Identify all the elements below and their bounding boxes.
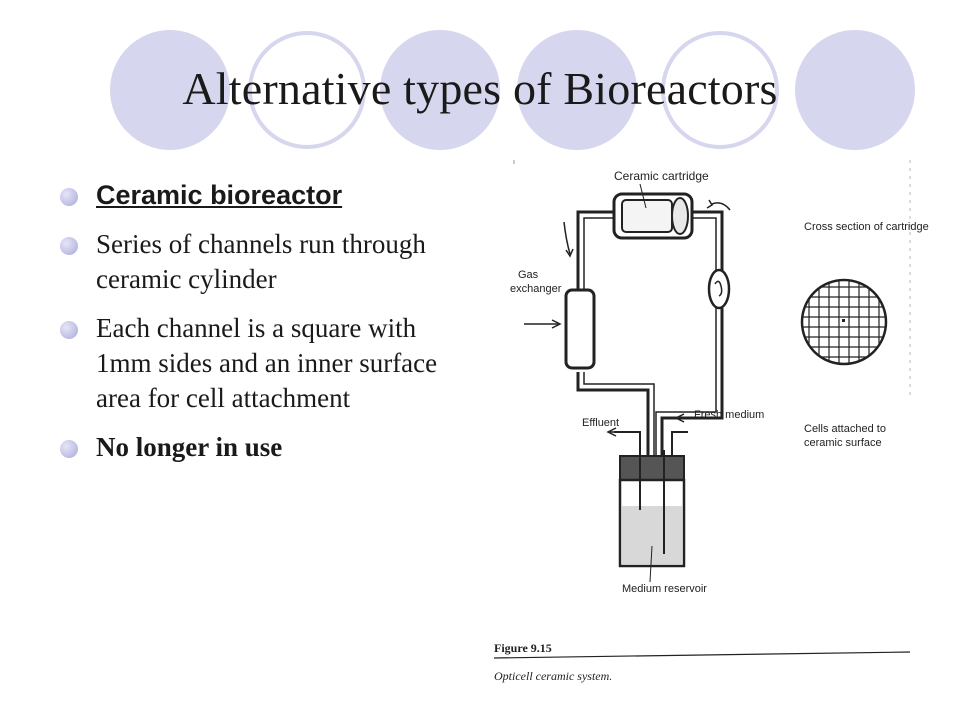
tubing-loop-inner: [583, 217, 717, 480]
bullet-item: Ceramic bioreactor: [60, 178, 470, 213]
reservoir-liquid: [622, 506, 682, 564]
deco-circle: [795, 30, 915, 150]
flow-arrow-icon: [563, 221, 571, 255]
title-decoration: [110, 30, 915, 150]
arrow-head-icon: [551, 319, 562, 329]
bullet-list: Ceramic bioreactor Series of channels ru…: [60, 178, 470, 479]
deco-circle: [517, 30, 637, 150]
label-cross-section: Cross section of cartridge: [804, 221, 929, 233]
bullet-heading: Ceramic bioreactor: [96, 180, 343, 210]
cartridge-cross-section: [800, 278, 888, 366]
bullet-dot-icon: [60, 321, 78, 339]
reservoir-cap: [619, 455, 685, 481]
arrow-head-icon: [606, 427, 617, 437]
bullet-text: Series of channels run through ceramic c…: [96, 229, 426, 294]
leader-line: [649, 545, 653, 583]
slide-title: Alternative types of Bioreactors: [182, 63, 778, 114]
label-cells-line1: Cells attached to: [804, 423, 886, 435]
figure-caption: Opticell ceramic system.: [494, 669, 612, 683]
pump: [707, 268, 731, 310]
cell-marker: [842, 319, 845, 322]
gas-exchanger: [564, 288, 596, 370]
bullet-dot-icon: [60, 237, 78, 255]
bullet-emphasis: No longer in use: [96, 432, 283, 462]
bullet-item: Each channel is a square with 1mm sides …: [60, 311, 470, 416]
cartridge-core: [621, 199, 673, 233]
label-effluent: Effluent: [582, 417, 619, 429]
flow-arrow-icon: [706, 199, 714, 209]
caption-rule: [493, 651, 911, 659]
deco-circle: [661, 31, 779, 149]
bullet-item: No longer in use: [60, 430, 470, 465]
flow-arrow-icon: [565, 248, 574, 258]
leader-line: [639, 183, 647, 209]
deco-circle: [248, 31, 366, 149]
label-fresh-medium: Fresh medium: [694, 409, 764, 421]
flow-arrow-icon: [711, 202, 731, 211]
bullet-dot-icon: [60, 440, 78, 458]
opticell-figure: Ceramic cartridge Gas exchanger Effluent…: [493, 160, 929, 683]
label-gas: Gas: [518, 269, 539, 281]
pump-symbol-icon: [714, 280, 723, 297]
label-exchanger: exchanger: [510, 283, 562, 295]
deco-circle: [110, 30, 230, 150]
arrow-head-icon: [674, 413, 685, 423]
tubing-loop: [576, 210, 724, 480]
label-reservoir: Medium reservoir: [622, 583, 707, 595]
bullet-dot-icon: [60, 188, 78, 206]
bullet-item: Series of channels run through ceramic c…: [60, 227, 470, 297]
bullet-text: Each channel is a square with 1mm sides …: [96, 313, 438, 413]
cartridge-end: [671, 197, 689, 235]
deco-circle: [380, 30, 500, 150]
label-cells-line2: ceramic surface: [804, 437, 882, 449]
figure-number: Figure 9.15: [494, 641, 552, 655]
label-cartridge: Ceramic cartridge: [614, 169, 709, 183]
